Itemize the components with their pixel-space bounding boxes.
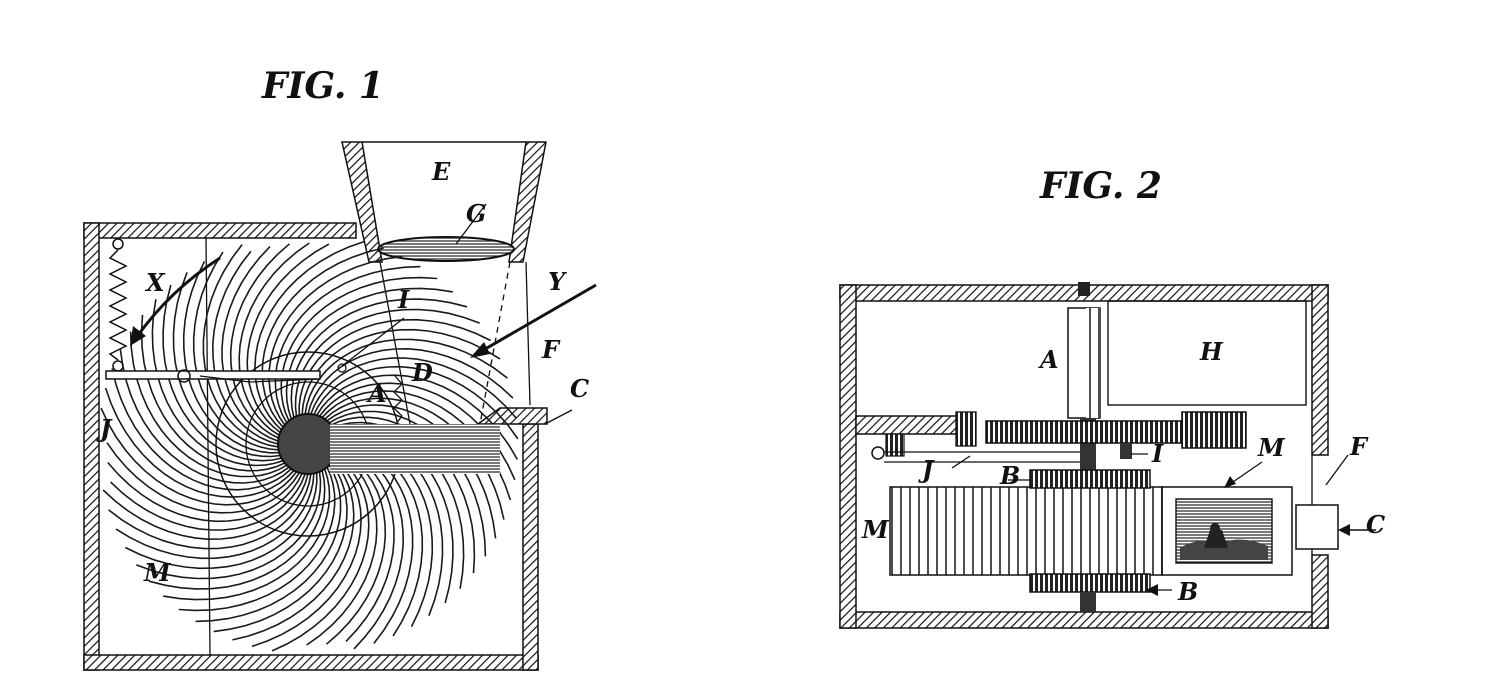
figure-2-caption: FIG. 2 xyxy=(1039,165,1162,207)
spiral-card xyxy=(172,272,281,458)
spiral-card xyxy=(229,243,291,439)
fig2-label-m-top: M xyxy=(1257,433,1286,462)
spiral-card xyxy=(307,347,514,415)
fig1-lip-c xyxy=(475,407,548,425)
spiral-card xyxy=(238,242,310,436)
fig1-box-walls xyxy=(83,222,539,671)
spiral-card xyxy=(280,276,438,422)
spiral-card xyxy=(251,457,362,648)
fig1-label-g: G xyxy=(466,199,487,228)
spiral-card xyxy=(326,404,497,539)
fig1-label-d: D xyxy=(411,358,433,387)
fig1-label-x: X xyxy=(144,268,166,297)
fig2-card-drum xyxy=(889,486,1163,576)
spiral-card xyxy=(100,407,298,506)
spiral-card xyxy=(310,357,517,419)
spiral-card xyxy=(129,331,288,478)
fig2-viewer-c xyxy=(1295,504,1339,550)
spiral-card xyxy=(271,454,370,652)
fig1-arrow-y xyxy=(470,283,597,358)
spiral-card xyxy=(254,240,365,431)
spiral-card xyxy=(285,287,453,420)
fig1-hub xyxy=(277,413,339,475)
fig2-label-b-top: B xyxy=(999,461,1020,490)
spiral-card xyxy=(221,246,279,442)
spiral-card xyxy=(140,314,286,472)
spiral-card xyxy=(110,473,306,531)
spiral-card xyxy=(313,365,519,440)
spiral-card xyxy=(192,251,279,451)
spiral-card xyxy=(136,471,322,580)
spiral-card xyxy=(316,374,519,460)
spiral-card xyxy=(274,265,421,424)
fig2-label-c: C xyxy=(1366,510,1385,539)
spiral-card xyxy=(163,468,331,601)
spiral-card xyxy=(107,461,303,523)
fig1-label-i: I xyxy=(397,285,410,314)
spiral-card xyxy=(304,338,508,415)
fig2-label-j: J xyxy=(918,455,935,484)
figure-2: FIG. 2 xyxy=(839,165,1385,629)
fig2-label-h: H xyxy=(1199,337,1224,366)
fig2-label-m-left: M xyxy=(861,515,890,544)
fig1-label-f: F xyxy=(541,335,561,364)
figure-1: FIG. 1 xyxy=(83,65,597,671)
spiral-card xyxy=(115,473,315,560)
spiral-card xyxy=(111,368,292,491)
fig1-label-c: C xyxy=(570,374,589,403)
spiral-card xyxy=(290,298,468,418)
fig1-label-j: J xyxy=(96,414,113,443)
spiral-card xyxy=(124,472,318,570)
spiral-card xyxy=(195,464,342,623)
spiral-card xyxy=(119,349,290,484)
spiral-card xyxy=(261,247,384,428)
spiral-card xyxy=(182,260,280,454)
fig2-box-walls xyxy=(839,284,1329,629)
fig1-eyepiece-hood xyxy=(341,141,547,263)
fig1-card-spiral xyxy=(100,240,519,652)
fig2-label-a: A xyxy=(1038,345,1059,374)
fig2-label-f: F xyxy=(1349,432,1369,461)
spiral-card xyxy=(104,387,295,498)
spiral-card xyxy=(298,318,492,416)
spiral-card xyxy=(108,473,312,550)
fig1-label-m: M xyxy=(143,558,172,587)
spiral-card xyxy=(268,255,403,426)
spiral-card xyxy=(178,466,336,612)
spiral-card xyxy=(301,328,501,415)
spiral-card xyxy=(232,460,355,641)
fig2-compartment-h xyxy=(1107,300,1307,406)
fig1-lever-spring xyxy=(105,238,403,425)
spiral-card xyxy=(246,243,330,434)
spiral-card xyxy=(213,462,348,633)
fig2-label-i: I xyxy=(1151,439,1164,468)
fig1-label-e: E xyxy=(431,157,451,186)
spiral-card xyxy=(294,308,480,417)
fig2-label-b-bottom: B xyxy=(1177,577,1198,606)
spiral-card xyxy=(106,442,300,514)
fig1-arrow-x xyxy=(130,256,221,346)
figure-1-caption: FIG. 1 xyxy=(261,65,384,107)
spiral-card xyxy=(148,470,326,590)
spiral-card xyxy=(337,446,395,642)
spiral-card xyxy=(151,299,284,467)
fig1-label-a: A xyxy=(366,379,387,408)
spiral-card xyxy=(102,473,309,541)
fig1-label-y: Y xyxy=(548,267,568,296)
spiral-card xyxy=(162,284,282,462)
